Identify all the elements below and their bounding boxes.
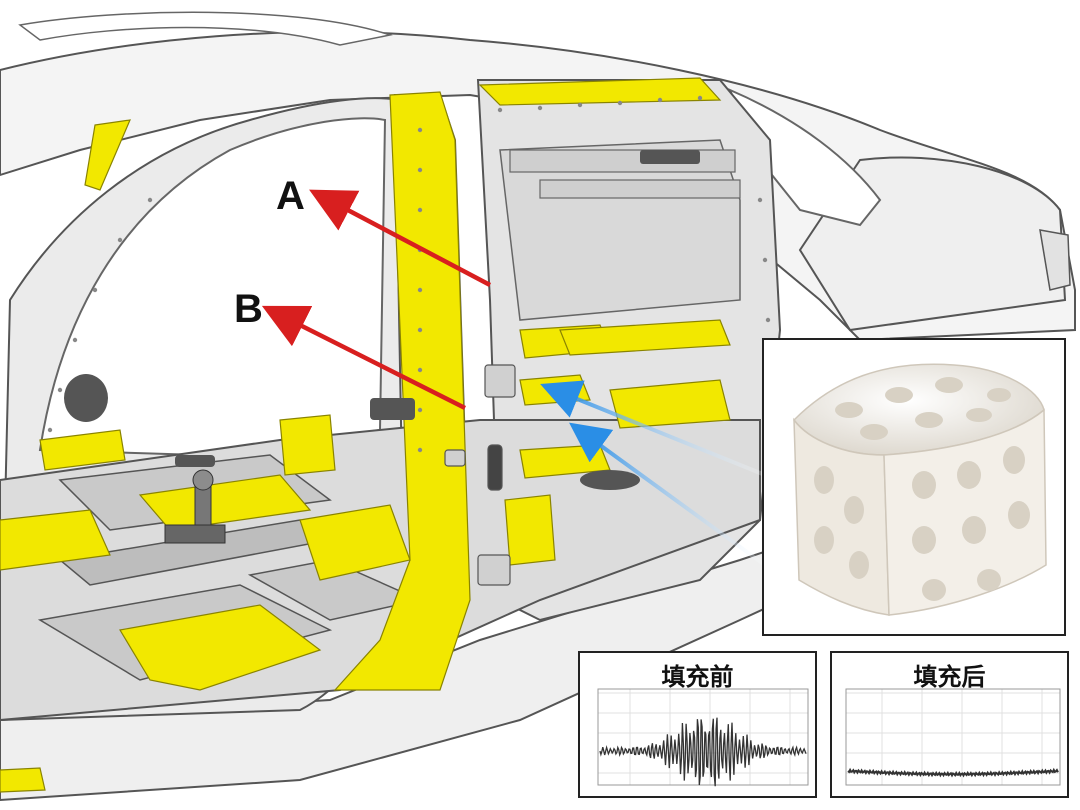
label-b: B [234, 287, 263, 331]
red-arrows [261, 189, 492, 411]
blue-arrow-1 [540, 380, 766, 477]
front-door-sill-felt [39, 429, 126, 471]
sill-felt-front [0, 767, 46, 793]
before-waveform-plot [597, 688, 809, 787]
foam-sample-inset [762, 338, 1066, 636]
acoustic-felt-panels [0, 77, 731, 793]
b-pillar-felt [333, 91, 471, 691]
floor-felt-mid [299, 504, 411, 581]
lower-hinge-icon [477, 554, 511, 586]
blue-arrows [540, 380, 767, 567]
door-striker-icon [444, 449, 466, 467]
gear-shifter [164, 469, 226, 544]
label-a: A [276, 174, 305, 218]
arrow-a [309, 189, 492, 287]
before-waveform-line [599, 717, 807, 787]
door-hardware [444, 364, 516, 586]
blue-arrow-2 [569, 422, 767, 567]
acoustic-foam-block-icon [793, 363, 1047, 616]
rear-seat-felt-2 [559, 319, 731, 356]
before-title: 填充前 [661, 663, 734, 691]
arrow-b [261, 305, 467, 411]
a-pillar-felt [84, 119, 131, 191]
waveform-after-panel: 填充后 [830, 651, 1069, 798]
after-waveform-line [847, 767, 1059, 778]
front-floor-felt-center [138, 474, 312, 531]
upper-hinge-icon [484, 364, 516, 398]
latch-slot-icon [487, 444, 503, 491]
rear-floor-felt-front [119, 604, 322, 691]
rivet-dots [47, 95, 771, 453]
front-floor-felt-left [0, 509, 111, 571]
after-waveform-plot [845, 688, 1061, 786]
seat-base-felt [279, 414, 336, 476]
floor-cutouts [64, 150, 700, 490]
speaker-icon [64, 374, 108, 422]
after-title: 填充后 [913, 663, 986, 691]
waveform-before-panel: 填充前 [578, 651, 817, 798]
rear-door-felt [504, 494, 556, 566]
